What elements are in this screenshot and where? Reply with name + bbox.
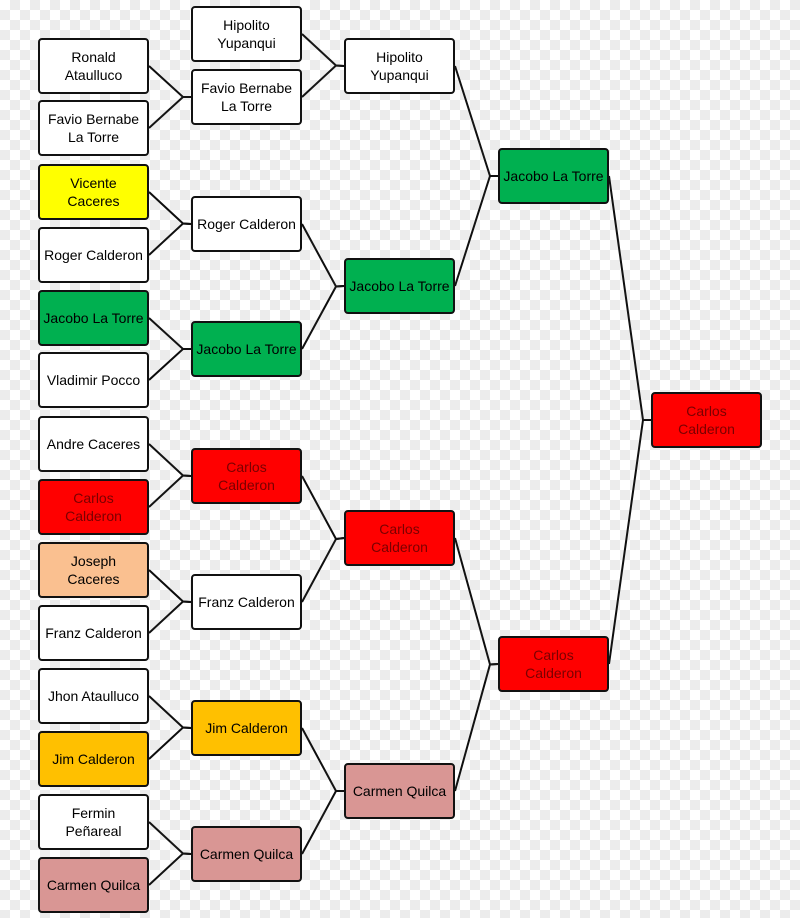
connector-line: [148, 222, 192, 256]
round1-slot-9: Joseph Caceres: [38, 542, 149, 598]
connector-line: [301, 285, 345, 350]
connector-line: [148, 821, 192, 855]
round1-slot-4: Roger Calderon: [38, 227, 149, 283]
connector-line: [148, 191, 192, 225]
round2-slot-3: Roger Calderon: [191, 196, 302, 252]
connector-line: [148, 65, 191, 98]
round1-slot-1: Ronald Ataulluco: [38, 38, 149, 94]
connector-line: [148, 726, 192, 760]
connector-line: [301, 727, 344, 792]
round1-slot-6: Vladimir Pocco: [38, 352, 149, 408]
connector-line: [148, 443, 192, 477]
connector-line: [301, 475, 345, 541]
connector-line: [454, 175, 498, 287]
round1-slot-14: Carmen Quilca: [38, 857, 149, 913]
round1-slot-7: Andre Caceres: [38, 416, 149, 472]
connector-line: [148, 569, 192, 603]
round1-slot-11: Jhon Ataulluco: [38, 668, 149, 724]
round3-slot-1: Hipolito Yupanqui: [344, 38, 455, 94]
connector-line: [301, 537, 345, 603]
connector-line: [454, 663, 499, 792]
round2-slot-4: Jacobo La Torre: [191, 321, 302, 377]
round2-slot-6: Franz Calderon: [191, 574, 302, 630]
semifinal-slot-2: Carlos Calderon: [498, 636, 609, 692]
round2-slot-8: Carmen Quilca: [191, 826, 302, 882]
connector-line: [608, 419, 651, 665]
semifinal-slot-1: Jacobo La Torre: [498, 148, 609, 204]
round3-slot-4: Carmen Quilca: [344, 763, 455, 819]
connector-line: [148, 600, 192, 634]
round3-slot-3: Carlos Calderon: [344, 510, 455, 566]
connector-line: [608, 175, 651, 421]
round1-slot-8: Carlos Calderon: [38, 479, 149, 535]
round1-slot-2: Favio Bernabe La Torre: [38, 100, 149, 156]
connector-line: [148, 695, 192, 729]
connector-line: [301, 33, 345, 67]
connector-line: [454, 537, 499, 666]
round3-slot-2: Jacobo La Torre: [344, 258, 455, 314]
connector-line: [454, 65, 498, 177]
round2-slot-2: Favio Bernabe La Torre: [191, 69, 302, 125]
round2-slot-5: Carlos Calderon: [191, 448, 302, 504]
connector-line: [301, 64, 345, 98]
connector-line: [148, 96, 191, 129]
round1-slot-10: Franz Calderon: [38, 605, 149, 661]
round2-slot-7: Jim Calderon: [191, 700, 302, 756]
connector-line: [148, 317, 191, 350]
round1-slot-13: Fermin Peñareal: [38, 794, 149, 850]
connector-line: [148, 474, 192, 508]
round2-slot-1: Hipolito Yupanqui: [191, 6, 302, 62]
round1-slot-3: Vicente Caceres: [38, 164, 149, 220]
round1-slot-5: Jacobo La Torre: [38, 290, 149, 346]
connector-line: [301, 790, 344, 855]
connector-line: [148, 348, 191, 381]
connector-line: [148, 852, 192, 886]
champion-slot: Carlos Calderon: [651, 392, 762, 448]
connector-line: [301, 223, 345, 288]
round1-slot-12: Jim Calderon: [38, 731, 149, 787]
